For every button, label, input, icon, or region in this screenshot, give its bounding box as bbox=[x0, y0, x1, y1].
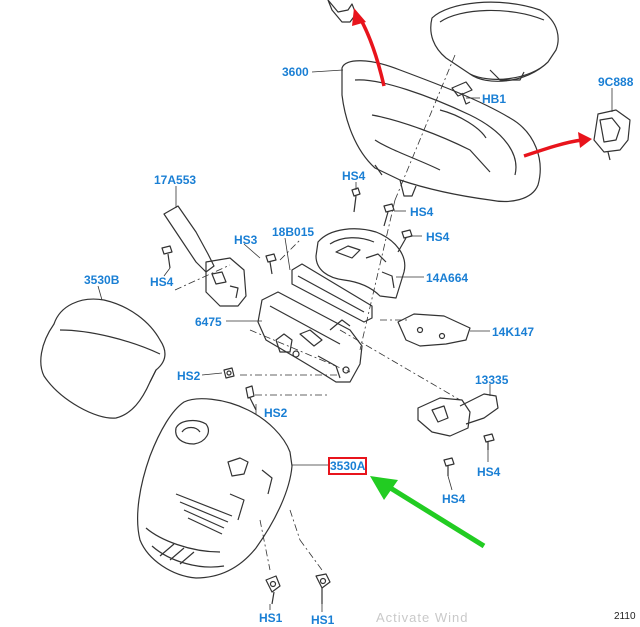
label-hs4-f[interactable]: HS4 bbox=[442, 492, 466, 506]
label-hs4-d[interactable]: HS4 bbox=[150, 275, 174, 289]
steering-column-6475 bbox=[257, 291, 363, 383]
label-hs2-a[interactable]: HS2 bbox=[177, 369, 201, 383]
bracket-14k147 bbox=[397, 313, 471, 347]
label-hs1-b[interactable]: HS1 bbox=[311, 613, 335, 627]
fasteners-hs1 bbox=[265, 573, 331, 605]
switch-13335 bbox=[417, 393, 499, 437]
red-arrowhead-right bbox=[578, 132, 592, 148]
label-hs4-e[interactable]: HS4 bbox=[477, 465, 501, 479]
label-3530a-selected[interactable]: 3530A bbox=[327, 457, 368, 475]
label-hs4-b[interactable]: HS4 bbox=[410, 205, 434, 219]
label-hs4-c[interactable]: HS4 bbox=[426, 230, 450, 244]
label-18b015[interactable]: 18B015 bbox=[272, 225, 315, 239]
green-pointer-arrow bbox=[370, 476, 486, 549]
screw-hs4-left bbox=[161, 245, 173, 269]
label-3600[interactable]: 3600 bbox=[282, 65, 309, 79]
label-hs3[interactable]: HS3 bbox=[234, 233, 258, 247]
label-17a553[interactable]: 17A553 bbox=[154, 173, 197, 187]
document-id: 2110 bbox=[614, 611, 636, 622]
screw-hs3 bbox=[265, 253, 277, 275]
red-arrowhead-up bbox=[352, 8, 366, 26]
activation-watermark: Activate Wind bbox=[376, 610, 469, 625]
label-14a664[interactable]: 14A664 bbox=[426, 271, 469, 285]
label-hs4-a[interactable]: HS4 bbox=[342, 169, 366, 183]
screws-hs4-lower bbox=[443, 433, 495, 476]
screws-hs2 bbox=[223, 367, 257, 411]
upper-shroud-3530b bbox=[40, 298, 166, 419]
label-hb1[interactable]: HB1 bbox=[482, 92, 507, 106]
switch-9c888 bbox=[593, 109, 631, 161]
plate-18b015 bbox=[291, 263, 373, 323]
label-14k147[interactable]: 14K147 bbox=[492, 325, 535, 339]
switch-17a553 bbox=[163, 205, 247, 307]
bolt-hb1 bbox=[451, 81, 473, 105]
upper-bracket-fragment bbox=[327, 0, 357, 23]
airbag-module bbox=[430, 1, 559, 82]
leader-lines bbox=[97, 69, 613, 612]
screws-hs4-upper bbox=[351, 187, 413, 253]
removal-arrows bbox=[358, 17, 583, 158]
label-13335[interactable]: 13335 bbox=[475, 373, 509, 387]
lower-shroud-3530a bbox=[137, 398, 293, 579]
label-9c888[interactable]: 9C888 bbox=[598, 75, 634, 89]
label-3530b[interactable]: 3530B bbox=[84, 273, 120, 287]
label-hs1-a[interactable]: HS1 bbox=[259, 611, 283, 625]
clockspring-14a664 bbox=[315, 228, 406, 299]
label-6475[interactable]: 6475 bbox=[195, 315, 222, 329]
label-hs2-b[interactable]: HS2 bbox=[264, 406, 288, 420]
steering-wheel bbox=[341, 60, 541, 203]
